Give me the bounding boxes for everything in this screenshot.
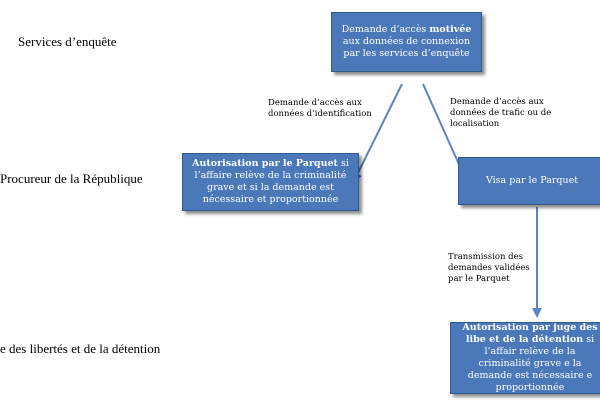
box-autorisation-juge-text: si l’affair relève de la criminalité gra… <box>467 334 595 393</box>
box-autorisation-juge-bold: Autorisation par juge des libe et de la … <box>462 322 598 345</box>
box-demande-text-pre: Demande d’accès <box>341 24 430 35</box>
edge-label-trafic-localisation: Demande d’accès aux données de trafic ou… <box>450 97 552 129</box>
box-visa-text: Visa par le Parquet <box>485 175 579 186</box>
row-label-juge-libertes: e des libertés et de la détention <box>0 341 161 356</box>
row-label-services-enquete: Services d’enquête <box>18 34 117 49</box>
box-demande-acces-motivee: Demande d’accès motivée aux données de c… <box>331 12 482 72</box>
box-visa-parquet: Visa par le Parquet <box>458 157 600 205</box>
box-demande-text-post: aux données de connexion par les service… <box>342 36 471 59</box>
edge-label-identification: Demande d’accès aux données d’identifica… <box>268 98 372 119</box>
row-label-procureur: Procureur de la République <box>0 171 143 186</box>
arrow-to-autorisation-parquet <box>353 83 403 183</box>
box-demande-text-bold: motivée <box>429 24 472 35</box>
box-autorisation-parquet-bold: Autorisation par le Parquet <box>192 158 338 169</box>
box-autorisation-juge: Autorisation par juge des libe et de la … <box>450 322 600 394</box>
edge-label-transmission: Transmission des demandes validées par l… <box>448 252 530 284</box>
box-autorisation-parquet: Autorisation par le Parquet si l’affaire… <box>182 153 359 211</box>
box-autorisation-parquet-text: si l’affaire relève de la criminalité gr… <box>194 158 349 205</box>
